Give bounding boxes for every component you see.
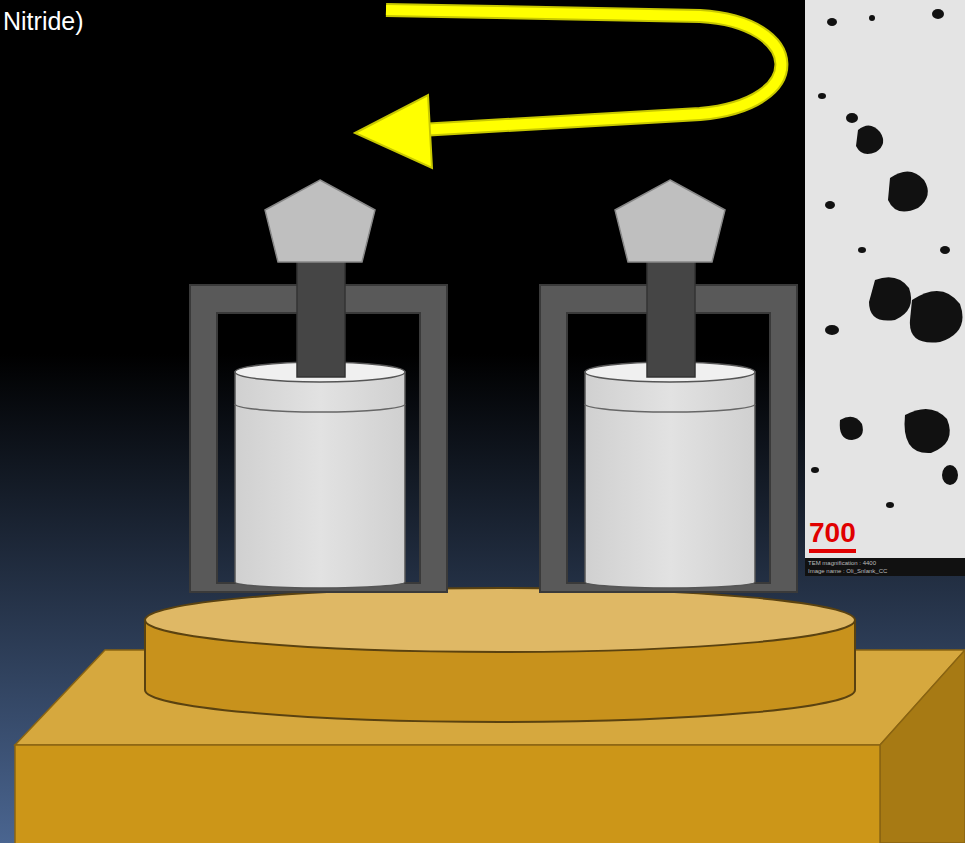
tem-image bbox=[805, 0, 965, 576]
label-text: Image name : Oli_Snlank_CC bbox=[808, 568, 887, 575]
image-caption: TEM magnification : 4400 bbox=[808, 560, 876, 567]
rotation-arrow bbox=[355, 10, 781, 168]
image-caption: Image name : Oli_Snlank_CC bbox=[808, 568, 887, 575]
jar-assembly bbox=[190, 180, 447, 592]
jar-assembly bbox=[540, 180, 797, 592]
section-title: Nitride) bbox=[3, 8, 84, 36]
label-text: 700 bbox=[809, 518, 856, 553]
scale-bar-label: 700 bbox=[809, 518, 856, 553]
label-text: Nitride) bbox=[3, 8, 84, 36]
turntable bbox=[145, 588, 855, 722]
label-text: TEM magnification : 4400 bbox=[808, 560, 876, 567]
